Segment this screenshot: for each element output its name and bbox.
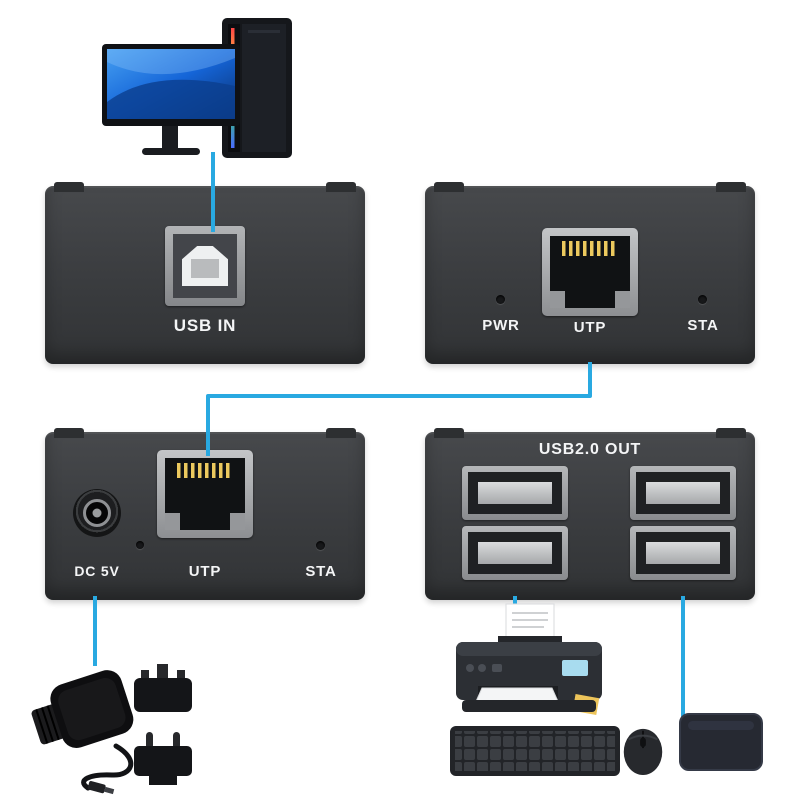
- corner-tab: [434, 428, 464, 438]
- corner-tab: [716, 428, 746, 438]
- usb-a-cavity: [636, 472, 730, 514]
- rj45-pins: [562, 241, 618, 256]
- usb-a-port-icon: [462, 466, 568, 520]
- keyboard-icon: [450, 726, 620, 776]
- mouse-icon: [623, 728, 663, 776]
- uk-plug: [134, 664, 192, 712]
- utp-label: UTP: [188, 563, 222, 580]
- usb-a-cavity: [468, 532, 562, 574]
- printer-icon: [456, 603, 602, 715]
- external-hard-drive-icon: [679, 713, 763, 771]
- desktop-computer-icon: [102, 18, 292, 158]
- usb-a-cavity: [468, 472, 562, 514]
- sta-label: STA: [305, 563, 337, 580]
- usb-a-port-icon: [630, 526, 736, 580]
- sta-label: STA: [687, 317, 719, 334]
- rj45-step: [230, 513, 245, 530]
- usb-a-port-icon: [462, 526, 568, 580]
- dc-barrel-plug: [87, 781, 115, 795]
- utp-out-panel: PWR UTP STA: [425, 182, 755, 364]
- rj45-step: [615, 291, 630, 308]
- dc-5v-label: DC 5V: [74, 563, 120, 579]
- corner-tab: [326, 182, 356, 192]
- usb-b-port-icon: [165, 226, 245, 306]
- rj45-cavity: [165, 458, 245, 530]
- usb-a-tongue: [646, 542, 720, 564]
- eu-plug: [134, 732, 192, 785]
- usb-b-port-cavity: [173, 234, 237, 298]
- usb-out-panel: USB2.0 OUT: [425, 428, 755, 600]
- corner-tab: [434, 182, 464, 192]
- adapter-body: [31, 670, 134, 748]
- rj45-pins: [177, 463, 233, 478]
- rj45-port-icon: [157, 450, 253, 538]
- usb-b-connector: [182, 246, 228, 286]
- usb-in-label: USB IN: [173, 316, 237, 335]
- rj45-cavity: [550, 236, 630, 308]
- usb-a-tongue: [478, 542, 552, 564]
- usb-a-cavity: [636, 532, 730, 574]
- rj45-step: [550, 291, 565, 308]
- usb-in-panel: USB IN: [45, 182, 365, 364]
- rj45-step: [165, 513, 180, 530]
- utp-in-panel: DC 5V UTP STA: [45, 428, 365, 600]
- pwr-label: PWR: [482, 317, 520, 334]
- pwr-led-icon: [496, 295, 505, 304]
- dc-jack-icon: [73, 489, 121, 537]
- adapter-cable: [81, 743, 134, 791]
- rj45-port-icon: [542, 228, 638, 316]
- usb-a-port-icon: [630, 466, 736, 520]
- sta-led-icon: [316, 541, 325, 550]
- corner-tab: [326, 428, 356, 438]
- link-led-icon: [136, 541, 144, 549]
- usb-a-tongue: [646, 482, 720, 504]
- corner-tab: [54, 182, 84, 192]
- usb-a-tongue: [478, 482, 552, 504]
- sta-led-icon: [698, 295, 707, 304]
- corner-tab: [716, 182, 746, 192]
- usb2-out-label: USB2.0 OUT: [538, 441, 642, 458]
- corner-tab: [54, 428, 84, 438]
- utp-label: UTP: [573, 319, 607, 336]
- power-adapter-icon: [31, 664, 192, 795]
